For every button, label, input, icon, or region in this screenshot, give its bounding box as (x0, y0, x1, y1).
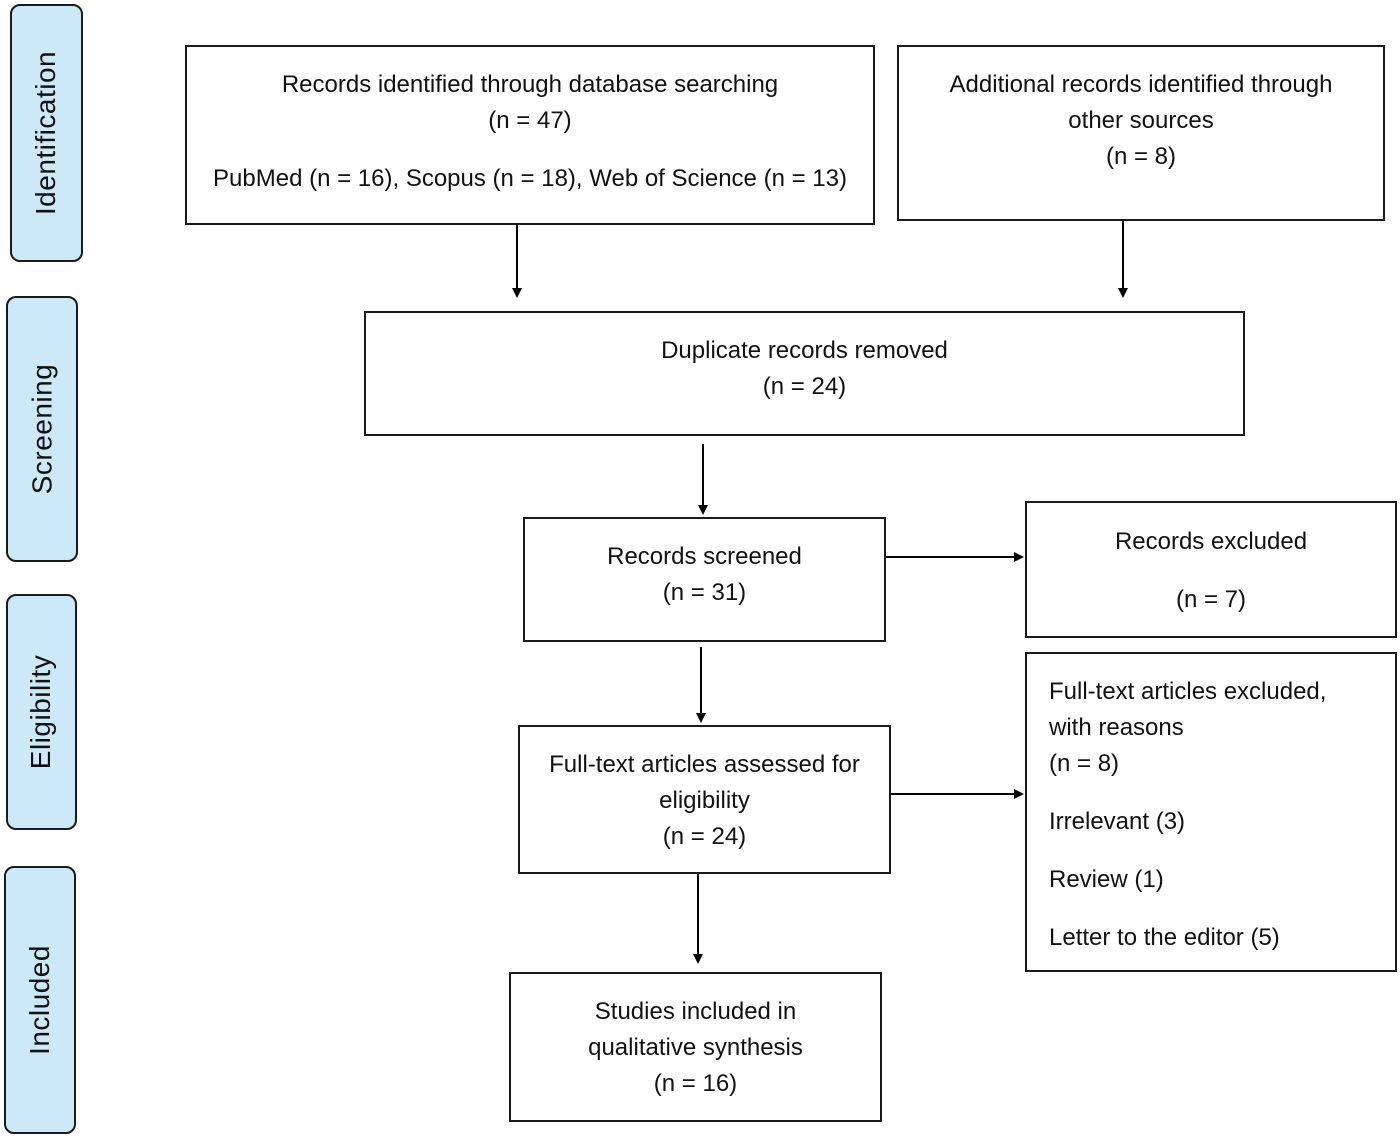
duplicates-removed-box: Duplicate records removed (n = 24) (364, 311, 1245, 436)
exclusion-reason-irrelevant: Irrelevant (3) (1049, 808, 1186, 835)
records-excluded-title: Records excluded (1114, 528, 1308, 555)
stage-identification: Identification (10, 4, 83, 262)
database-records-box: Records identified through database sear… (185, 45, 875, 225)
studies-included-box: Studies included in qualitative synthesi… (509, 972, 882, 1122)
stage-screening: Screening (6, 296, 78, 562)
duplicates-removed-title: Duplicate records removed (661, 337, 948, 364)
fulltext-assessed-line1: Full-text articles assessed for (549, 751, 860, 778)
other-sources-line2: other sources (1068, 107, 1214, 134)
records-screened-box: Records screened (n = 31) (523, 517, 886, 642)
other-sources-box: Additional records identified through ot… (897, 45, 1385, 221)
fulltext-excluded-box: Full-text articles excluded, with reason… (1025, 652, 1397, 972)
database-records-count: (n = 47) (488, 107, 572, 134)
fulltext-assessed-box: Full-text articles assessed for eligibil… (518, 725, 891, 874)
database-records-sources: PubMed (n = 16), Scopus (n = 18), Web of… (213, 165, 847, 192)
studies-included-count: (n = 16) (653, 1070, 738, 1097)
stage-eligibility: Eligibility (6, 594, 77, 830)
exclusion-reason-letter: Letter to the editor (5) (1049, 924, 1280, 951)
fulltext-excluded-line1: Full-text articles excluded, (1049, 678, 1327, 705)
studies-included-line1: Studies included in (594, 998, 797, 1025)
duplicates-removed-count: (n = 24) (762, 373, 847, 400)
database-records-title: Records identified through database sear… (281, 71, 779, 98)
fulltext-excluded-line2: with reasons (1049, 714, 1184, 741)
exclusion-reason-review: Review (1) (1049, 866, 1164, 893)
fulltext-assessed-line2: eligibility (659, 787, 750, 814)
fulltext-assessed-count: (n = 24) (662, 823, 747, 850)
records-screened-title: Records screened (607, 543, 802, 570)
fulltext-excluded-count: (n = 8) (1049, 750, 1120, 777)
records-screened-count: (n = 31) (662, 579, 747, 606)
stage-included: Included (4, 866, 76, 1134)
other-sources-line1: Additional records identified through (949, 71, 1333, 98)
records-excluded-box: Records excluded (n = 7) (1025, 501, 1397, 638)
other-sources-count: (n = 8) (1105, 143, 1177, 170)
records-excluded-count: (n = 7) (1175, 586, 1247, 613)
studies-included-line2: qualitative synthesis (588, 1034, 803, 1061)
